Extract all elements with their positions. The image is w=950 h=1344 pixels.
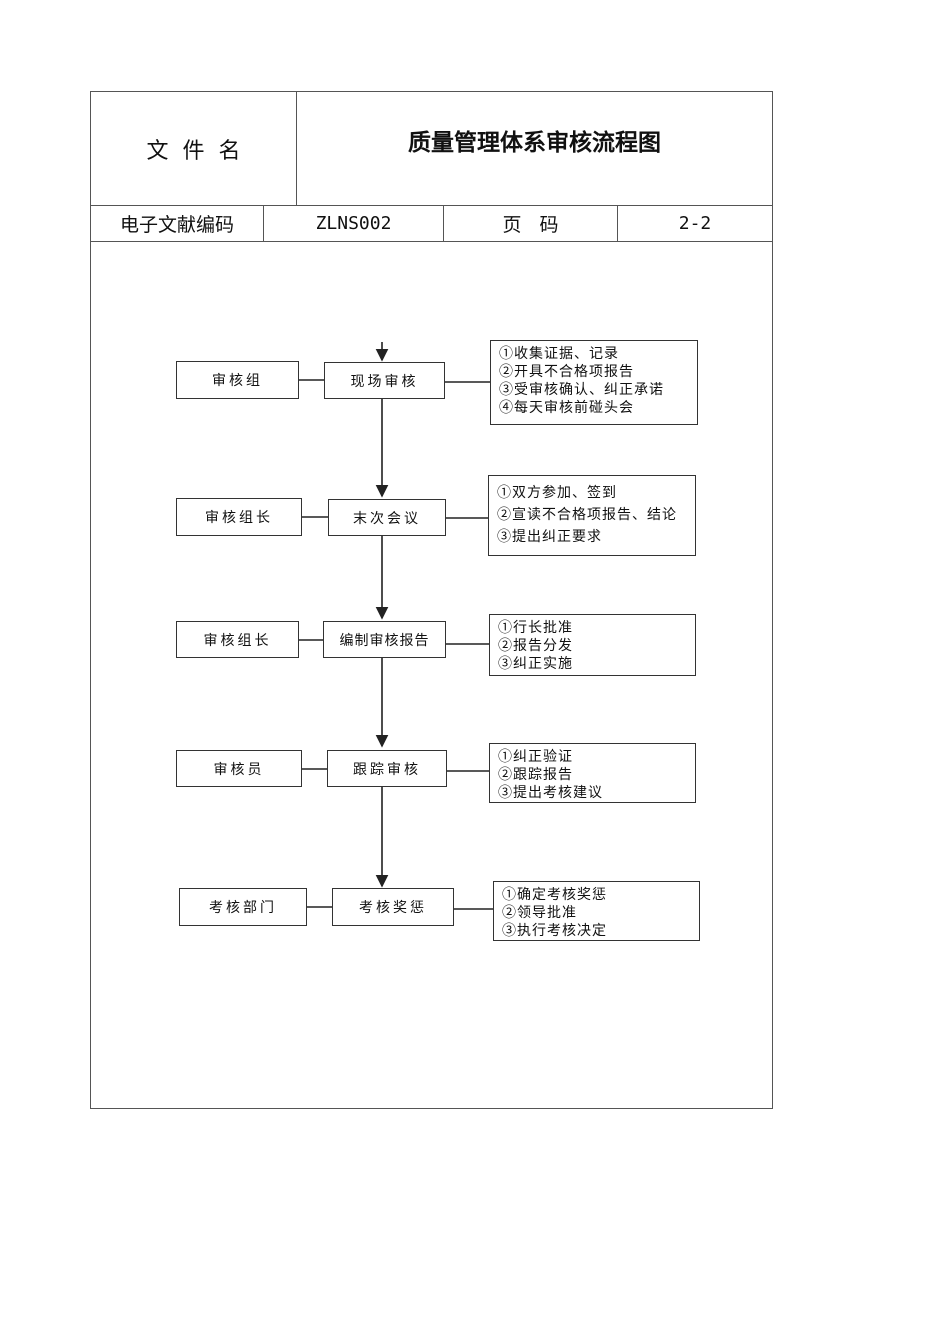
note-box-4: ①纠正验证 ②跟踪报告 ③提出考核建议 <box>489 743 696 803</box>
step-box-2: 末次会议 <box>328 499 446 536</box>
page-value: 2-2 <box>678 213 712 234</box>
note-2-line-1: ①双方参加、签到 <box>497 485 617 501</box>
note-5-line-1: ①确定考核奖惩 <box>502 887 607 903</box>
role-box-1: 审核组 <box>176 361 299 399</box>
note-1-line-1: ①收集证据、记录 <box>499 346 619 362</box>
note-box-1: ①收集证据、记录 ②开具不合格项报告 ③受审核确认、纠正承诺 ④每天审核前碰头会 <box>490 340 698 425</box>
header-row-title: 文件名 质量管理体系审核流程图 <box>91 92 772 206</box>
note-3-line-2: ②报告分发 <box>498 638 573 654</box>
document-title: 质量管理体系审核流程图 <box>408 130 661 156</box>
note-box-5: ①确定考核奖惩 ②领导批准 ③执行考核决定 <box>493 881 700 941</box>
file-name-label: 文件名 <box>91 92 297 205</box>
note-3-line-3: ③纠正实施 <box>498 656 573 672</box>
note-1-line-3: ③受审核确认、纠正承诺 <box>499 382 664 398</box>
document-frame: 文件名 质量管理体系审核流程图 电子文献编码 ZLNS002 页码 2-2 <box>90 91 773 1109</box>
note-4-line-3: ③提出考核建议 <box>498 785 603 801</box>
note-3-line-1: ①行长批准 <box>498 620 573 636</box>
note-4-line-2: ②跟踪报告 <box>498 767 573 783</box>
note-box-3: ①行长批准 ②报告分发 ③纠正实施 <box>489 614 696 676</box>
note-2-line-3: ③提出纠正要求 <box>497 529 602 545</box>
note-4-line-1: ①纠正验证 <box>498 749 573 765</box>
note-5-line-2: ②领导批准 <box>502 905 577 921</box>
header-row-meta: 电子文献编码 ZLNS002 页码 2-2 <box>91 206 772 242</box>
step-box-3: 编制审核报告 <box>323 621 446 658</box>
role-box-2: 审核组长 <box>176 498 302 536</box>
step-box-4: 跟踪审核 <box>327 750 447 787</box>
note-5-line-3: ③执行考核决定 <box>502 923 607 939</box>
note-1-line-4: ④每天审核前碰头会 <box>499 400 634 416</box>
note-2-line-2: ②宣读不合格项报告、结论 <box>497 507 677 523</box>
code-label: 电子文献编码 <box>91 206 264 241</box>
role-box-3: 审核组长 <box>176 621 299 658</box>
step-box-1: 现场审核 <box>324 362 445 399</box>
note-box-2: ①双方参加、签到 ②宣读不合格项报告、结论 ③提出纠正要求 <box>488 475 696 556</box>
page-label: 页码 <box>444 206 618 241</box>
note-1-line-2: ②开具不合格项报告 <box>499 364 634 380</box>
role-box-5: 考核部门 <box>179 888 307 926</box>
step-box-5: 考核奖惩 <box>332 888 454 926</box>
code-value: ZLNS002 <box>264 206 444 241</box>
role-box-4: 审核员 <box>176 750 302 787</box>
